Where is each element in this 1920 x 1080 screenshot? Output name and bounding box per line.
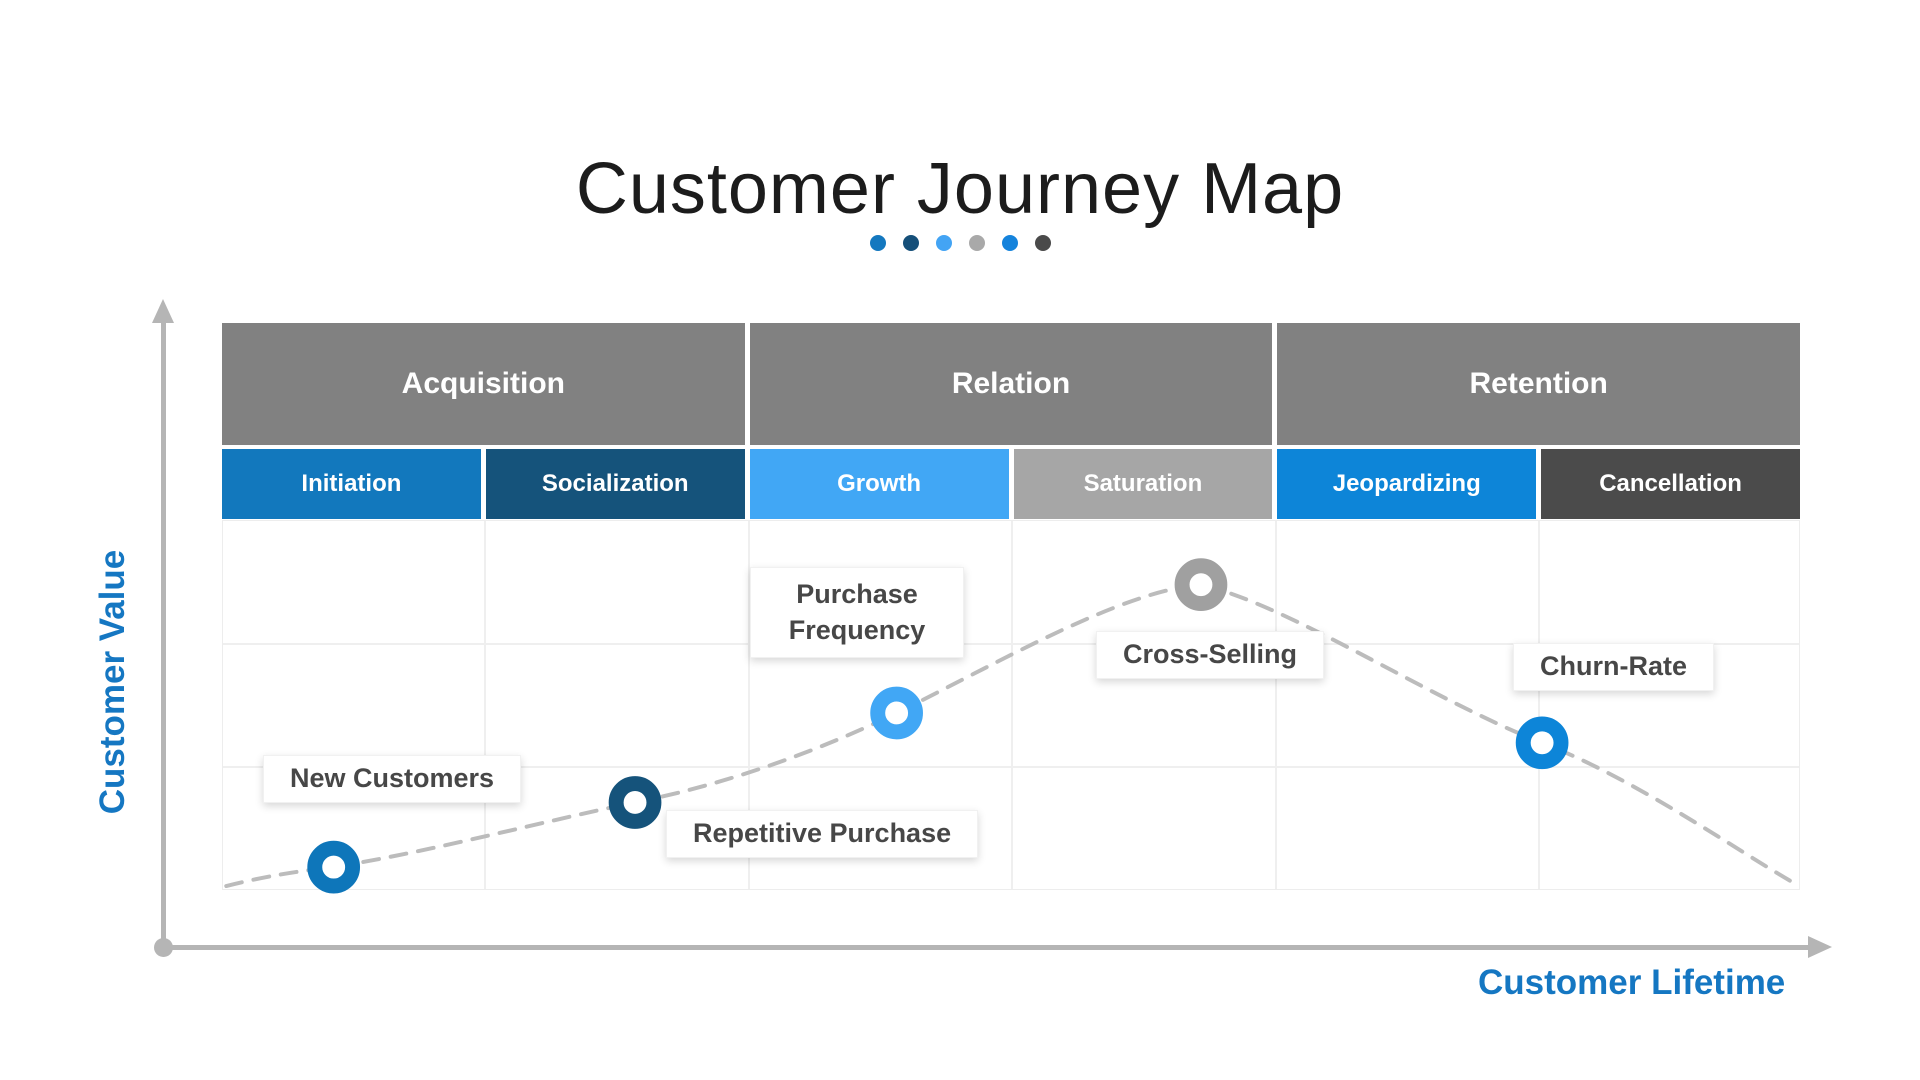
label-repetitive-purchase: Repetitive Purchase xyxy=(666,810,979,858)
sub-stage-row: Initiation Socialization Growth Saturati… xyxy=(222,449,1800,519)
stage-dot-socialization xyxy=(902,235,919,251)
x-axis-label: Customer Lifetime xyxy=(1478,963,1786,1002)
y-axis-line xyxy=(161,320,166,948)
stage-dot-initiation xyxy=(869,235,886,251)
phase-header-acquisition: Acquisition xyxy=(222,323,745,445)
vertical-gridline xyxy=(748,521,750,889)
y-axis-label: Customer Value xyxy=(93,549,132,815)
label-churn-rate: Churn-Rate xyxy=(1513,643,1714,691)
vertical-gridline xyxy=(1011,521,1013,889)
plot-area: New Customers Repetitive Purchase Purcha… xyxy=(222,520,1800,894)
label-cross-selling: Cross-Selling xyxy=(1096,631,1325,679)
x-axis-arrow-icon xyxy=(1808,936,1832,958)
stage-table: Acquisition Relation Retention Initiatio… xyxy=(222,323,1800,519)
marker-repetitive-purchase xyxy=(608,776,662,829)
phase-header-row: Acquisition Relation Retention xyxy=(222,323,1800,445)
vertical-gridline xyxy=(484,521,486,889)
stage-color-dots xyxy=(0,235,1920,251)
stage-cell-growth: Growth xyxy=(749,449,1009,519)
stage-dot-jeopardizing xyxy=(1001,235,1018,251)
phase-header-relation: Relation xyxy=(749,323,1273,445)
marker-purchase-frequency xyxy=(870,686,923,740)
stage-dot-cancellation xyxy=(1034,235,1051,251)
stage-cell-cancellation: Cancellation xyxy=(1541,449,1800,519)
vertical-gridline xyxy=(1275,521,1277,889)
label-new-customers: New Customers xyxy=(263,755,522,803)
stage-dot-saturation xyxy=(968,235,985,251)
phase-header-retention: Retention xyxy=(1277,323,1800,445)
page-title: Customer Journey Map xyxy=(575,149,1345,230)
stage-cell-initiation: Initiation xyxy=(222,449,481,519)
stage-cell-socialization: Socialization xyxy=(485,449,745,519)
marker-cross-selling xyxy=(1174,558,1228,612)
axis-origin-dot xyxy=(154,938,173,957)
journey-curve-canvas xyxy=(224,558,1798,894)
stage-dot-growth xyxy=(935,235,952,251)
marker-churn-rate xyxy=(1515,716,1569,770)
y-axis-arrow-icon xyxy=(152,299,174,323)
stage-cell-jeopardizing: Jeopardizing xyxy=(1277,449,1537,519)
marker-new-customers xyxy=(307,840,361,894)
vertical-gridline xyxy=(1538,521,1540,889)
x-axis-line xyxy=(161,945,1813,950)
label-purchase-frequency: Purchase Frequency xyxy=(750,567,964,659)
stage-cell-saturation: Saturation xyxy=(1013,449,1273,519)
